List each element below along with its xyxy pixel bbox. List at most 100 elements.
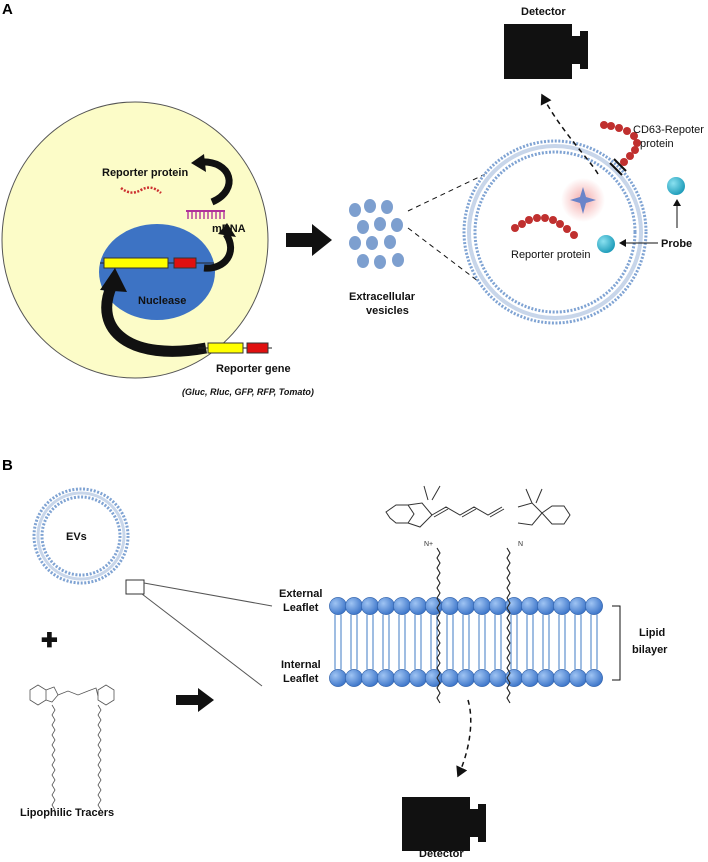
- lipid-head: [553, 597, 571, 615]
- arrow-to-vesicles: [286, 224, 332, 256]
- lipid-head: [361, 669, 379, 687]
- n-label: N: [518, 541, 523, 548]
- transcription-arrow: [203, 232, 234, 272]
- external-label-2: Leaflet: [283, 602, 319, 614]
- lipid-head: [473, 669, 491, 687]
- internal-label-1: Internal: [281, 659, 321, 671]
- signal-path-a: [540, 93, 599, 175]
- panel-a-letter: A: [2, 1, 13, 18]
- cd63-protein-beads: [600, 121, 641, 166]
- lipid-head: [521, 669, 539, 687]
- reporter-gene-examples: (Gluc, Rluc, GFP, RFP, Tomato): [182, 387, 314, 397]
- lipid-head: [329, 669, 347, 687]
- reporter-gene-yellow: [207, 342, 244, 354]
- arrow-to-bilayer: [176, 688, 214, 712]
- translation-arrow-head: [191, 154, 206, 172]
- detector-label-a: Detector: [521, 6, 566, 18]
- gene-entry-arrow: [101, 282, 207, 357]
- lipid-head: [569, 669, 587, 687]
- reporter-protein-inside-label: Reporter protein: [511, 249, 591, 261]
- lipid-head: [345, 669, 363, 687]
- bilayer-bracket: [612, 605, 621, 681]
- cd63-label-1: CD63-Repoter: [633, 124, 704, 136]
- vesicle-cluster: [349, 199, 404, 269]
- lipid-head: [505, 669, 523, 687]
- reporter-protein-beads: [511, 214, 578, 239]
- gene-entry-arrow-head: [100, 268, 127, 292]
- transcription-arrow-head: [218, 223, 236, 237]
- ev-membrane-outer: [462, 139, 648, 325]
- nucleus: [99, 224, 215, 320]
- lipid-head: [585, 669, 603, 687]
- signal-star-icon: [570, 187, 596, 214]
- extracellular-label-1: Extracellular: [349, 291, 416, 303]
- n-plus-label: N+: [424, 541, 433, 548]
- lipid-head: [473, 597, 491, 615]
- zoom-box: [125, 579, 145, 595]
- zoom-line-b-bottom: [141, 593, 263, 687]
- lipid-head: [585, 597, 603, 615]
- lipid-head: [409, 597, 427, 615]
- reporter-protein-squiggle: [120, 186, 162, 194]
- lipid-head: [393, 597, 411, 615]
- lipid-head: [329, 597, 347, 615]
- panel-b-letter: B: [2, 457, 13, 474]
- extracellular-label-2: vesicles: [366, 305, 409, 317]
- lipid-head: [409, 669, 427, 687]
- external-label-1: External: [279, 588, 322, 600]
- lipid-head: [489, 669, 507, 687]
- lipid-head: [441, 669, 459, 687]
- nuclease-label: Nuclease: [138, 295, 186, 307]
- alkyl-chains: [436, 547, 511, 704]
- reporter-segment-yellow: [103, 257, 169, 269]
- internal-label-2: Leaflet: [283, 673, 319, 685]
- plus-icon: ✚: [41, 630, 58, 652]
- ev-small-lumen: [34, 489, 128, 583]
- lipophilic-tracer-molecule: [29, 684, 115, 811]
- cyanine-dye-structure: [385, 485, 571, 528]
- mrna-comb: [186, 210, 225, 219]
- lipid-head: [361, 597, 379, 615]
- cd63-anchor-1: [609, 162, 623, 176]
- lipid-head: [457, 669, 475, 687]
- lipid-bilayer: [329, 597, 603, 687]
- detector-label-b: Detector: [419, 848, 464, 860]
- lipophilic-tracers-label: Lipophilic Tracers: [20, 807, 114, 819]
- lipid-head: [377, 669, 395, 687]
- reporter-gene-red: [246, 342, 269, 354]
- ev-small-core: [36, 491, 126, 581]
- lipid-head: [521, 597, 539, 615]
- detector-icon-a: [504, 24, 588, 79]
- ev-membrane-inner: [473, 150, 637, 314]
- lipid-label-1: Lipid: [639, 627, 665, 639]
- translation-arrow: [199, 158, 233, 206]
- cd63-anchor-2: [613, 158, 627, 172]
- lipid-label-2: bilayer: [632, 644, 668, 656]
- signal-path-b: [456, 699, 472, 778]
- lipid-head: [537, 597, 555, 615]
- reporter-gene-label: Reporter gene: [216, 363, 291, 375]
- lipid-head: [377, 597, 395, 615]
- cd63-label-2: protein: [640, 138, 674, 150]
- ev-small-inner: [40, 495, 122, 577]
- probe-label: Probe: [661, 238, 692, 250]
- ev-lumen: [464, 141, 646, 323]
- zoom-line-b-top: [143, 582, 273, 607]
- probe-outside: [667, 177, 685, 195]
- lipid-head: [553, 669, 571, 687]
- reporter-protein-label: Reporter protein: [102, 167, 188, 179]
- ev-membrane-core: [467, 144, 643, 320]
- lipid-head: [489, 597, 507, 615]
- lipid-head: [569, 597, 587, 615]
- lipid-head: [441, 597, 459, 615]
- ev-small-outer: [32, 487, 130, 585]
- probe-inside: [597, 235, 615, 253]
- evs-label: EVs: [66, 531, 87, 543]
- detector-icon-b: [402, 797, 486, 851]
- lipid-head: [345, 597, 363, 615]
- reporter-segment-red: [173, 257, 197, 269]
- lipid-head: [393, 669, 411, 687]
- lipid-head: [537, 669, 555, 687]
- lipid-head: [457, 597, 475, 615]
